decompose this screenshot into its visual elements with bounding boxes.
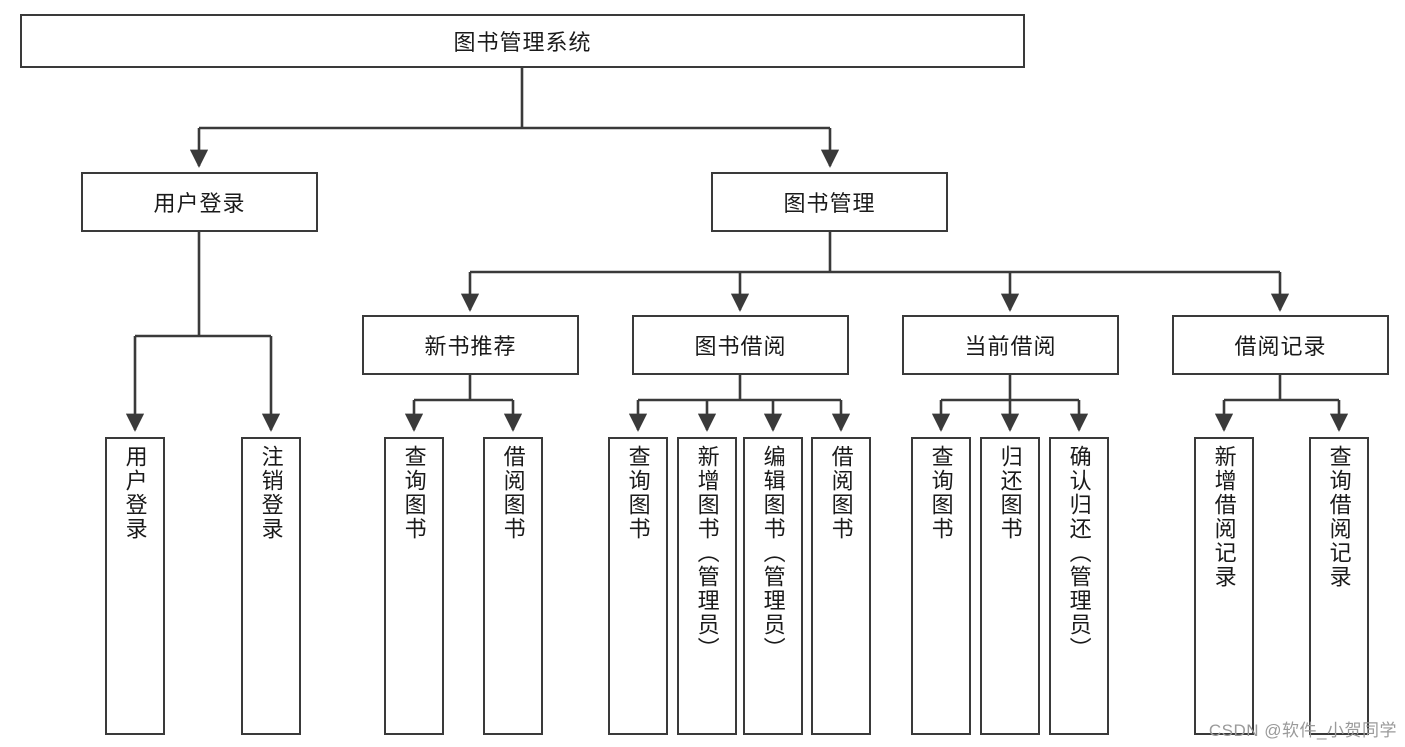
node-label: 编辑图书（管理员） [760,445,786,661]
node-leaf-current-query-book[interactable]: 查询图书 [911,437,971,735]
node-label: 用户登录 [122,445,148,541]
node-leaf-recommend-borrow-book[interactable]: 借阅图书 [483,437,543,735]
node-label: 新书推荐 [424,334,517,359]
watermark-label: CSDN @软件_小贺同学 [1208,721,1397,740]
node-leaf-record-query[interactable]: 查询借阅记录 [1309,437,1369,735]
node-book-management-system[interactable]: 图书管理系统 [20,14,1025,68]
node-label: 用户登录 [153,191,246,216]
node-label: 图书管理 [783,191,876,216]
node-book-management[interactable]: 图书管理 [711,172,948,232]
node-label: 新增借阅记录 [1211,445,1237,589]
node-leaf-borrow-add-book[interactable]: 新增图书（管理员） [677,437,737,735]
node-leaf-borrow-query-book[interactable]: 查询图书 [608,437,668,735]
node-leaf-current-confirm-return[interactable]: 确认归还（管理员） [1049,437,1109,735]
node-leaf-recommend-query-book[interactable]: 查询图书 [384,437,444,735]
node-new-book-recommend[interactable]: 新书推荐 [362,315,579,375]
node-label: 查询借阅记录 [1326,445,1352,589]
node-label: 查询图书 [928,445,954,541]
node-book-borrow[interactable]: 图书借阅 [632,315,849,375]
node-label: 借阅图书 [500,445,526,541]
node-label: 归还图书 [997,445,1023,541]
node-label: 图书借阅 [694,334,787,359]
node-label: 借阅图书 [828,445,854,541]
node-leaf-record-add[interactable]: 新增借阅记录 [1194,437,1254,735]
node-leaf-borrow-lend-book[interactable]: 借阅图书 [811,437,871,735]
node-leaf-borrow-edit-book[interactable]: 编辑图书（管理员） [743,437,803,735]
node-label: 查询图书 [625,445,651,541]
node-leaf-user-login[interactable]: 用户登录 [105,437,165,735]
node-label: 图书管理系统 [453,30,592,55]
node-label: 新增图书（管理员） [694,445,720,661]
node-label: 确认归还（管理员） [1066,445,1092,661]
node-leaf-current-return-book[interactable]: 归还图书 [980,437,1040,735]
node-label: 查询图书 [401,445,427,541]
node-label: 注销登录 [258,445,284,541]
node-current-borrow[interactable]: 当前借阅 [902,315,1119,375]
node-label: 当前借阅 [964,334,1057,359]
node-user-login[interactable]: 用户登录 [81,172,318,232]
node-leaf-user-logout[interactable]: 注销登录 [241,437,301,735]
node-label: 借阅记录 [1234,334,1327,359]
node-borrow-record[interactable]: 借阅记录 [1172,315,1389,375]
